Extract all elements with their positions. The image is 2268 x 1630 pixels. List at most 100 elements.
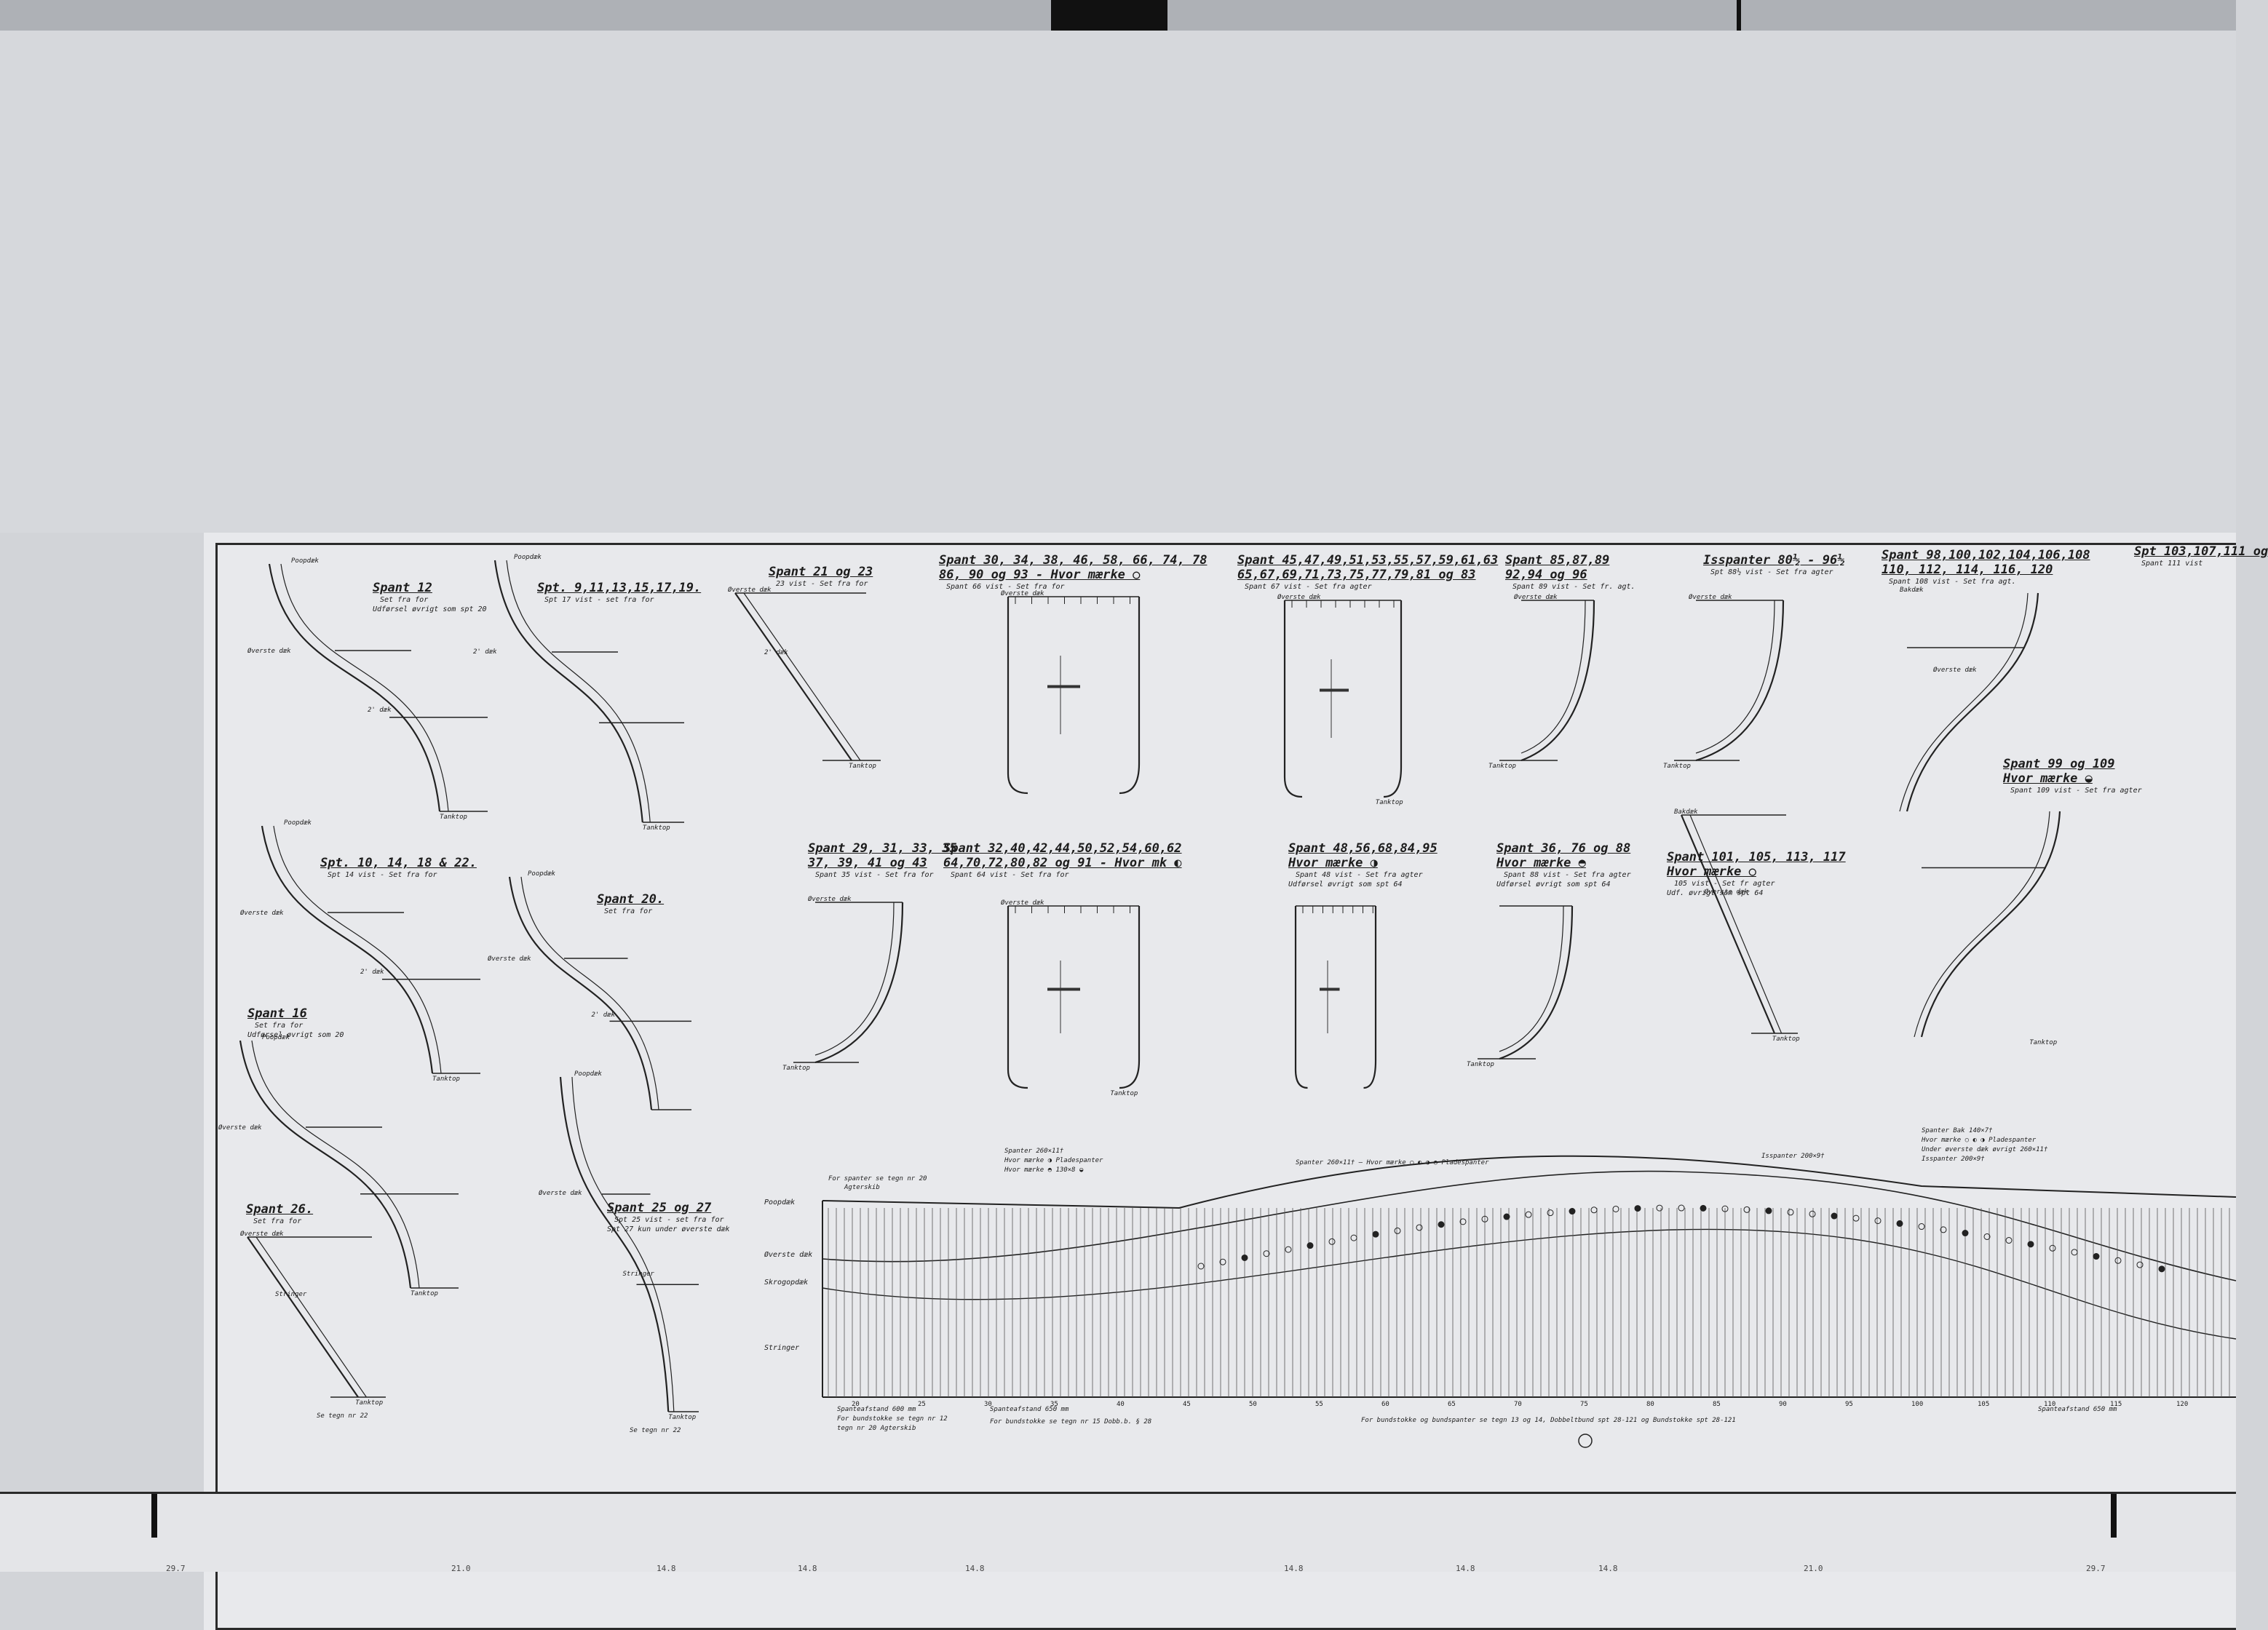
spt10-frame-curve-inner — [273, 825, 442, 1074]
profile-frame-number: 60 — [1381, 1401, 1389, 1408]
spant12-deck-label: Poopdæk — [291, 557, 319, 565]
spant20-title: Spant 20. — [597, 892, 665, 907]
profile-web-frame-marker — [1241, 1254, 1248, 1261]
profile-frame-number: 45 — [1183, 1401, 1191, 1408]
spant30-web-left — [1007, 597, 1028, 795]
spant45-deck-label: Øverste dæk — [1277, 594, 1321, 601]
spant29-bottom-label: Tanktop — [782, 1065, 810, 1072]
profile-web-frame-marker — [1983, 1233, 1991, 1240]
profile-web-frame-marker — [1263, 1250, 1270, 1257]
spant85-subtitle: Spant 89 vist - Set fr. agt. — [1512, 583, 1635, 591]
spt10-bottom-label: Tanktop — [432, 1076, 460, 1083]
spant32-title: Spant 32,40,42,44,50,52,54,60,62 — [943, 841, 1182, 856]
profile-web-frame-marker — [1700, 1204, 1707, 1212]
spt10-frame-curve — [261, 825, 434, 1074]
profile-poop-deck-line — [822, 1155, 2237, 1209]
isspanter-subtitle: Spt 88½ vist - Set fra agter — [1710, 568, 1833, 576]
spant45-title2: 65,67,69,71,73,75,77,79,81 og 83 — [1237, 568, 1476, 582]
spt9-deck-label: Poopdæk — [514, 554, 542, 561]
profile-web-frame-marker — [1438, 1221, 1445, 1228]
profile-note-bundstokke-4: tegn nr 20 Agterskib — [837, 1425, 916, 1432]
spant32-deck-label: Øverste dæk — [1001, 899, 1044, 907]
profile-frame-number: 110 — [2044, 1401, 2056, 1408]
spant20-frame-curve-inner — [520, 876, 659, 1110]
scanner-top-strip — [0, 0, 2236, 31]
spant12-frame-curve — [268, 563, 441, 812]
spant45-bracket — [1320, 688, 1349, 692]
spant21-title: Spant 21 og 23 — [769, 565, 873, 579]
profile-web-frame-marker — [1307, 1242, 1314, 1249]
spant25-frame-curve-inner — [571, 1076, 675, 1412]
spant12-deck2-label: Øverste dæk — [247, 647, 291, 655]
profile-frame-number: 20 — [852, 1401, 860, 1408]
spant36-frame-curve-inner — [1499, 905, 1564, 1052]
profile-legend-mid: Spanter 260×11† — Hvor mærke ○ ◐ ◑ ◓ Pla… — [1296, 1159, 1489, 1166]
ruler-label: 14.8 — [1284, 1564, 1304, 1573]
spt9-bottom-label: Tanktop — [642, 824, 670, 832]
spant30-subtitle: Spant 66 vist - Set fra for — [946, 583, 1065, 591]
spant48-note: Udførsel øvrigt som spt 64 — [1288, 880, 1403, 888]
spant45-web-right — [1383, 600, 1403, 798]
spant36-subtitle: Spant 88 vist - Set fra agter — [1504, 871, 1631, 879]
profile-web-frame-marker — [1831, 1212, 1838, 1220]
profile-web-frame-marker — [2158, 1265, 2165, 1273]
spant29-title2: 37, 39, 41 og 43 — [808, 856, 927, 870]
spant12-subtitle: Set fra for — [380, 596, 429, 604]
spant16-frame-curve-inner — [251, 1040, 420, 1289]
spant16-note: Udførsel øvrigt som 20 — [247, 1031, 344, 1039]
spant20-deck3-label: 2' dæk — [591, 1011, 616, 1019]
spant25-note: Spt 27 kun under øverste dæk — [607, 1225, 730, 1233]
scan-registration-bar — [1051, 0, 1167, 31]
spant99-bottom-label: Tanktop — [2029, 1039, 2058, 1046]
spant12-title: Spant 12 — [373, 581, 432, 595]
blank-scan-area — [0, 31, 2236, 533]
profile-web-frame-marker — [1350, 1234, 1357, 1241]
profile-web-frame-marker — [1503, 1213, 1510, 1220]
profile-web-frame-marker — [1634, 1205, 1641, 1212]
spant25-deck-label: Poopdæk — [574, 1070, 602, 1078]
spant25-deck2-label: Øverste dæk — [539, 1190, 582, 1198]
profile-frame-number: 65 — [1448, 1401, 1456, 1408]
profile-deck-label: Øverste dæk — [764, 1251, 813, 1259]
spant21-frame-line — [734, 592, 852, 761]
spt10-title: Spt. 10, 14, 18 & 22. — [320, 856, 477, 870]
spant101-bottom-label: Tanktop — [1772, 1035, 1800, 1043]
spant48-title: Spant 48,56,68,84,95 — [1288, 841, 1438, 856]
profile-frame-number: 55 — [1315, 1401, 1323, 1408]
spant12-note: Udførsel øvrigt som spt 20 — [373, 605, 487, 613]
spant85-title2: 92,94 og 96 — [1505, 568, 1587, 582]
spant32-bracket — [1047, 987, 1080, 991]
profile-frame-number: 105 — [1978, 1401, 1990, 1408]
profile-upper-deck-line — [822, 1170, 2237, 1281]
drawing-linework — [239, 560, 2237, 1448]
spant26-subtitle: Set fra for — [253, 1217, 302, 1225]
spant16-frame-curve — [239, 1040, 412, 1289]
ruler-label: 21.0 — [451, 1564, 471, 1573]
spant29-frame-curve — [814, 902, 904, 1064]
spant12-frame-curve-inner — [280, 563, 449, 812]
profile-legend-left: Hvor mærke ◓ 130×8 ◒ — [1004, 1166, 1084, 1174]
profile-web-frame-marker — [1459, 1218, 1467, 1225]
profile-web-frame-marker — [1896, 1220, 1903, 1227]
profile-stringer-line — [822, 1228, 2237, 1340]
spant36-frame-curve — [1499, 905, 1574, 1060]
spant101-title: Spant 101, 105, 113, 117 — [1667, 850, 1846, 864]
isspanter-frame-curve — [1695, 600, 1785, 762]
spant29-frame-curve-inner — [814, 902, 895, 1056]
spant30-web-right — [1119, 597, 1141, 795]
spant12-deck3-label: 2' dæk — [368, 707, 392, 715]
spant101-deck-label: Bakdæk — [1674, 808, 1698, 816]
spant21-deck-label: Øverste dæk — [728, 587, 772, 594]
profile-web-frame-marker — [2049, 1244, 2056, 1252]
profile-web-frame-marker — [1569, 1208, 1576, 1215]
spt9-frame-curve — [493, 560, 643, 823]
spant85-deck-label: Øverste dæk — [1514, 594, 1558, 601]
ruler-mark — [2111, 1494, 2117, 1538]
profile-legend-right: Isspanter 200×9† — [1922, 1156, 1985, 1163]
profile-web-frame-marker — [2114, 1257, 2122, 1264]
spant16-subtitle: Set fra for — [255, 1022, 304, 1030]
spant101-frame-line-inner — [1689, 814, 1783, 1034]
spant26-frame-line — [247, 1236, 359, 1398]
profile-web-frame-marker — [1678, 1204, 1685, 1212]
profile-legend-right: Spanter Bak 140×7† — [1922, 1127, 1993, 1134]
